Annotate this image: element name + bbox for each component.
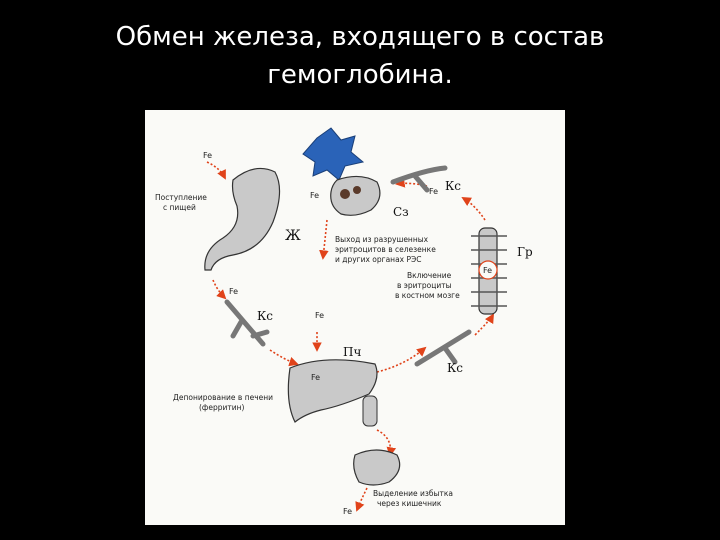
iron-metabolism-diagram: Ж Кс Пч Сз Кс Гр (145, 110, 565, 525)
arrow-spleen-down (319, 219, 329, 260)
vessel-left (224, 299, 270, 347)
caption-incorporation-line-1: Включение (407, 271, 452, 280)
caption-excretion-line-1: Выделение избытка (373, 489, 453, 498)
caption-intake-line-1: Поступление (155, 193, 207, 202)
caption-incorporation-line-2: в эритроциты (397, 281, 452, 290)
caption-excretion-line-2: через кишечник (377, 499, 442, 508)
blue-cells-shape (302, 127, 365, 181)
arrow-stomach-to-blood (212, 279, 227, 300)
caption-incorporation-line-3: в костном мозге (395, 291, 460, 300)
diagram-canvas: Ж Кс Пч Сз Кс Гр (155, 127, 533, 516)
spleen-shape (330, 175, 381, 216)
blood-label-right: Кс (447, 361, 463, 375)
liver-shape (287, 359, 378, 423)
vessel-right-lower (414, 329, 472, 367)
caption-release-line-2: эритроцитов в селезенке (335, 245, 436, 254)
stomach-shape (204, 167, 281, 271)
arrow-blood-to-marrow (474, 313, 494, 336)
spleen-group (302, 127, 381, 216)
caption-storage-line-2: (ферритин) (199, 403, 244, 412)
vessel-top-right (390, 165, 448, 193)
arrow-blood-to-spleen (395, 178, 428, 188)
arrow-excretion (355, 487, 368, 512)
caption-release-line-3: и других органах РЭС (335, 255, 421, 264)
bone-marrow-group (471, 227, 507, 315)
caption-release-line-1: Выход из разрушенных (335, 235, 429, 244)
fe-spleen-vessel: Fe (429, 187, 438, 196)
caption-intake-line-2: с пищей (163, 203, 196, 212)
duodenum-shape (362, 395, 378, 427)
marrow-fe-circle (478, 260, 498, 280)
fe-spleen: Fe (310, 191, 319, 200)
stomach-label: Ж (285, 228, 301, 244)
spleen-label: Сз (393, 205, 409, 219)
slide-title: Обмен железа, входящего в состав гемогло… (0, 18, 720, 94)
fe-blood-to-liver: Fe (315, 311, 324, 320)
fe-stomach-out: Fe (229, 287, 238, 296)
bone-marrow-label: Гр (517, 245, 533, 259)
fe-excretion: Fe (343, 507, 352, 516)
blood-label-left: Кс (257, 309, 273, 323)
slide-title-line-2: гемоглобина. (267, 60, 453, 90)
intestine-shape (353, 449, 401, 486)
fe-intake: Fe (203, 151, 212, 160)
arrow-blood-to-liver (269, 349, 299, 367)
blood-label-top: Кс (445, 179, 461, 193)
arrow-marrow-to-spleen (461, 197, 486, 221)
caption-storage-line-1: Депонирование в печени (173, 393, 273, 402)
arrow-intake (206, 161, 226, 180)
slide-title-line-1: Обмен железа, входящего в состав (115, 22, 605, 52)
liver-label: Пч (343, 345, 361, 359)
fe-marrow: Fe (483, 266, 492, 275)
arrow-liver-to-marrow-blood (376, 346, 427, 373)
fe-liver: Fe (311, 373, 320, 382)
